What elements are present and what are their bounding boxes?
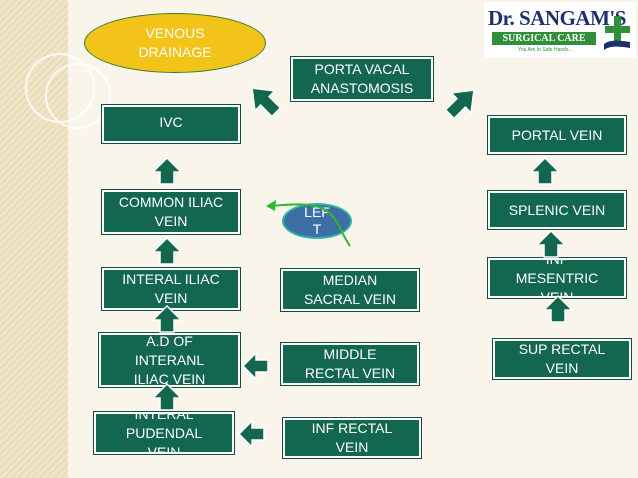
porta-vacal-anastomosis-box: PORTA VACAL ANASTOMOSIS	[290, 56, 434, 102]
arrow-left-icon	[242, 352, 269, 380]
interal-pudendal-vein-box: INTERAL PUDENDAL VEIN	[93, 411, 235, 455]
arrow-left-icon	[238, 420, 265, 448]
arrow-diagonal-icon	[251, 87, 282, 118]
sup-rectal-vein-box: SUP RECTAL VEIN	[492, 338, 632, 380]
inf-mesentric-vein-box: INF MESENTRIC VEIN	[487, 257, 627, 299]
arrow-diagonal-icon	[444, 89, 475, 120]
curved-arrow-icon	[269, 203, 351, 247]
background-decoration	[25, 53, 111, 129]
common-iliac-vein-box: COMMON ILIAC VEIN	[101, 189, 241, 235]
arrow-up-icon	[543, 295, 573, 323]
logo: Dr. SANGAM'S SURGICAL CARE You Are In Sa…	[484, 2, 636, 58]
curved-arrowhead-icon	[266, 200, 276, 211]
logo-name: Dr. SANGAM'S	[488, 6, 626, 30]
background-stripe	[0, 0, 68, 478]
arrow-up-icon	[536, 230, 566, 258]
splenic-vein-box: SPLENIC VEIN	[487, 190, 627, 230]
portal-vein-box: PORTAL VEIN	[487, 115, 627, 155]
arrow-up-icon	[152, 237, 182, 265]
inf-rectal-vein-box: INF RECTAL VEIN	[282, 417, 422, 459]
middle-rectal-vein-box: MIDDLE RECTAL VEIN	[280, 342, 420, 386]
arrow-up-icon	[152, 305, 182, 333]
diagram-title: VENOUS DRAINAGE	[84, 13, 266, 73]
logo-cross-icon	[604, 16, 630, 50]
median-sacral-vein-box: MEDIAN SACRAL VEIN	[280, 268, 420, 312]
arrow-up-icon	[530, 157, 560, 185]
arrow-up-icon	[152, 157, 182, 185]
logo-subtitle: SURGICAL CARE	[492, 32, 596, 45]
logo-tagline: You Are In Safe Hands...	[518, 47, 573, 53]
ivc-box: IVC	[101, 104, 241, 144]
interal-iliac-vein-box: INTERAL ILIAC VEIN	[101, 267, 241, 311]
arrow-up-icon	[152, 383, 182, 411]
